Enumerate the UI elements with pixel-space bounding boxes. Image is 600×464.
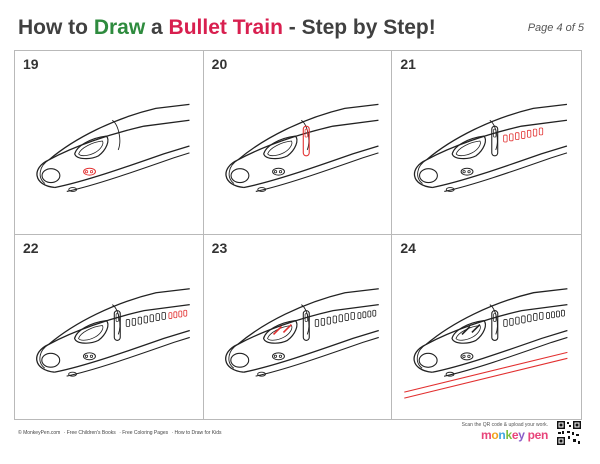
footer-link[interactable]: · Free Coloring Pages [119,430,169,436]
step-number: 19 [23,56,39,72]
page-header: How to Draw a Bullet Train - Step by Ste… [14,14,586,44]
step-number: 23 [211,240,228,256]
title-text: a [145,16,169,39]
train-drawing [414,103,568,192]
step-cell: 24 [392,235,581,419]
page-number: Page 4 of 5 [527,22,584,34]
train-drawing [224,288,379,377]
page-footer: © MonkeyPen.com · Free Children's Books … [14,420,586,460]
footer-link[interactable]: · Free Children's Books [63,430,116,436]
step-cell: 19 [15,51,204,235]
title-text: How to [18,16,94,39]
qr-code-icon[interactable] [556,420,582,446]
title-train-word: Bullet Train [168,16,283,39]
step-cell: 22 [15,235,204,419]
copyright-text: © MonkeyPen.com [18,430,61,436]
train-drawing [404,288,568,399]
title-text: - Step by Step! [282,16,436,39]
title-draw-word: Draw [93,16,146,39]
step-number: 24 [400,240,416,256]
train-drawing [225,103,379,192]
steps-grid: 19 20 21 22 23 [14,50,582,420]
scan-instruction: Scan the QR code & upload your work. [461,422,548,428]
step-cell: 21 [392,51,581,235]
footer-link[interactable]: · How to Draw for Kids [171,430,222,436]
step-number: 21 [400,56,416,72]
train-drawing [36,103,190,192]
step-number: 22 [23,240,39,256]
step-cell: 20 [203,51,393,235]
footer-links: © MonkeyPen.com · Free Children's Books … [18,430,224,436]
step-cell: 23 [204,235,393,419]
page-title: How to Draw a Bullet Train - Step by Ste… [18,16,436,40]
step-number: 20 [211,56,228,72]
train-drawing [36,288,190,377]
